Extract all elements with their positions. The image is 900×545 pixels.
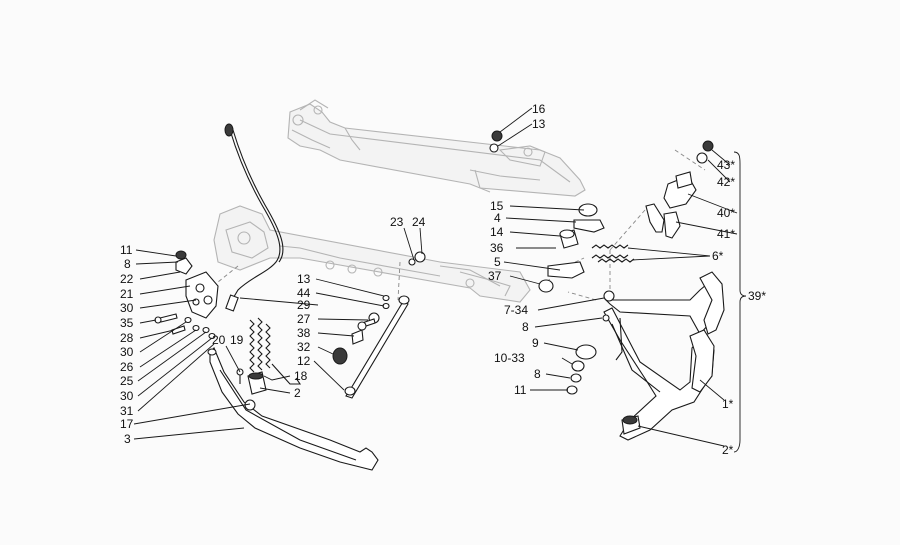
callout-39: 39* bbox=[748, 289, 766, 303]
callout-42: 42* bbox=[717, 175, 735, 189]
callout-21: 21 bbox=[120, 287, 134, 301]
leader-lines bbox=[133, 107, 738, 447]
pedal-bracket-21 bbox=[175, 250, 219, 319]
rear-brake-pedal-3 bbox=[207, 347, 379, 471]
callout-40: 40* bbox=[717, 206, 735, 220]
callout-2: 2 bbox=[294, 386, 301, 400]
callout-8-lower: 8 bbox=[534, 367, 541, 381]
callout-43: 43* bbox=[717, 158, 735, 172]
shift-linkage-4-5 bbox=[538, 203, 605, 293]
callout-14: 14 bbox=[490, 225, 504, 239]
callout-28: 28 bbox=[120, 331, 134, 345]
callout-31: 31 bbox=[120, 404, 134, 418]
pedal-parts-40-43 bbox=[645, 140, 714, 239]
callout-8: 8 bbox=[522, 320, 529, 334]
callout-6: 6* bbox=[712, 249, 724, 263]
springs-6 bbox=[591, 244, 635, 263]
callout-25: 25 bbox=[120, 374, 134, 388]
chassis-frame-ghost bbox=[287, 99, 586, 197]
callout-11-right: 11 bbox=[514, 383, 527, 397]
callout-9: 9 bbox=[532, 336, 539, 350]
callout-23: 23 bbox=[390, 215, 404, 229]
callout-30-b: 30 bbox=[120, 345, 134, 359]
callout-11-left: 11 bbox=[120, 243, 133, 257]
callout-22: 22 bbox=[120, 272, 134, 286]
callout-17: 17 bbox=[120, 417, 134, 431]
cable-29 bbox=[224, 123, 284, 312]
callout-19: 19 bbox=[230, 333, 244, 347]
callout-10-33: 10-33 bbox=[494, 351, 525, 365]
callout-30-a: 30 bbox=[120, 301, 134, 315]
callout-18: 18 bbox=[294, 369, 308, 383]
group-bracket-39 bbox=[733, 151, 747, 453]
callout-13: 13 bbox=[532, 117, 546, 131]
right-pedal-assembly-1 bbox=[566, 271, 725, 441]
callout-8-left: 8 bbox=[124, 257, 131, 271]
callout-16: 16 bbox=[532, 102, 546, 116]
callout-4: 4 bbox=[494, 211, 501, 225]
callout-41: 41* bbox=[717, 227, 735, 241]
callout-38: 38 bbox=[297, 326, 311, 340]
callout-5: 5 bbox=[494, 255, 501, 269]
callout-20: 20 bbox=[212, 333, 226, 347]
callout-44: 44 bbox=[297, 286, 311, 300]
callout-32: 32 bbox=[297, 340, 311, 354]
callout-12: 12 bbox=[297, 354, 311, 368]
callout-36: 36 bbox=[490, 241, 504, 255]
central-small-parts bbox=[332, 251, 426, 399]
upper-bushings-16-13 bbox=[489, 130, 503, 153]
callout-29: 29 bbox=[297, 298, 311, 312]
callout-27: 27 bbox=[297, 312, 311, 326]
small-fasteners-left bbox=[154, 313, 216, 340]
callout-26: 26 bbox=[120, 360, 134, 374]
callout-24: 24 bbox=[412, 215, 426, 229]
callout-35: 35 bbox=[120, 316, 134, 330]
callout-2-star: 2* bbox=[722, 443, 734, 457]
callout-15: 15 bbox=[490, 199, 504, 213]
callout-37: 37 bbox=[488, 269, 502, 283]
callout-3: 3 bbox=[124, 432, 131, 446]
cross-member-ghost bbox=[213, 205, 531, 303]
callout-labels: 16 13 43* 42* 40* 41* 6* 39* 23 24 15 4 … bbox=[120, 102, 766, 457]
callout-13-center: 13 bbox=[297, 272, 311, 286]
callout-30-c: 30 bbox=[120, 389, 134, 403]
return-springs-18 bbox=[236, 317, 302, 395]
callout-1: 1* bbox=[722, 397, 734, 411]
callout-7-34: 7-34 bbox=[504, 303, 528, 317]
